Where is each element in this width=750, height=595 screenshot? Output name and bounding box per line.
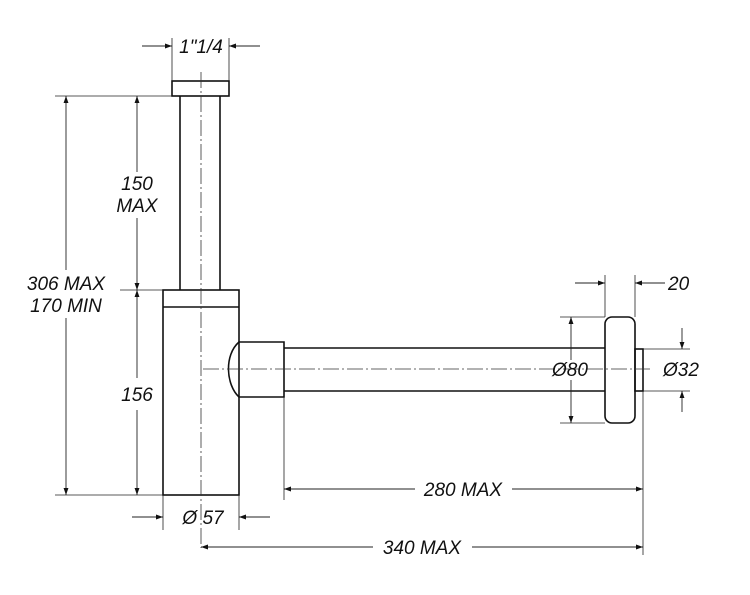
label-flange-diameter: Ø80 xyxy=(551,360,588,381)
label-total-height-line2: 170 MIN xyxy=(30,296,102,317)
trap-parts xyxy=(162,80,644,496)
dimension-lines xyxy=(63,43,685,550)
outlet-elbow xyxy=(227,341,285,398)
extension-lines xyxy=(55,38,690,555)
label-pipe-length: 280 MAX xyxy=(423,480,503,501)
inlet-cap xyxy=(171,80,230,97)
label-inlet-diameter: 1"1/4 xyxy=(179,37,223,58)
label-body-height: 156 xyxy=(121,385,153,406)
label-tube-length-line2: MAX xyxy=(116,196,159,217)
label-tube-length-line1: 150 xyxy=(121,174,153,195)
wall-flange xyxy=(604,316,636,424)
dimension-labels: 1"1/4 150 MAX 306 MAX 170 MIN 156 Ø 57 2… xyxy=(27,37,699,559)
label-overall-length: 340 MAX xyxy=(383,538,462,559)
label-body-diameter: Ø 57 xyxy=(181,508,225,529)
label-flange-thickness: 20 xyxy=(667,274,690,295)
label-outlet-diameter: Ø32 xyxy=(662,360,699,381)
wall-stub xyxy=(634,348,644,392)
label-total-height-line1: 306 MAX xyxy=(27,274,106,295)
center-lines xyxy=(200,72,650,548)
